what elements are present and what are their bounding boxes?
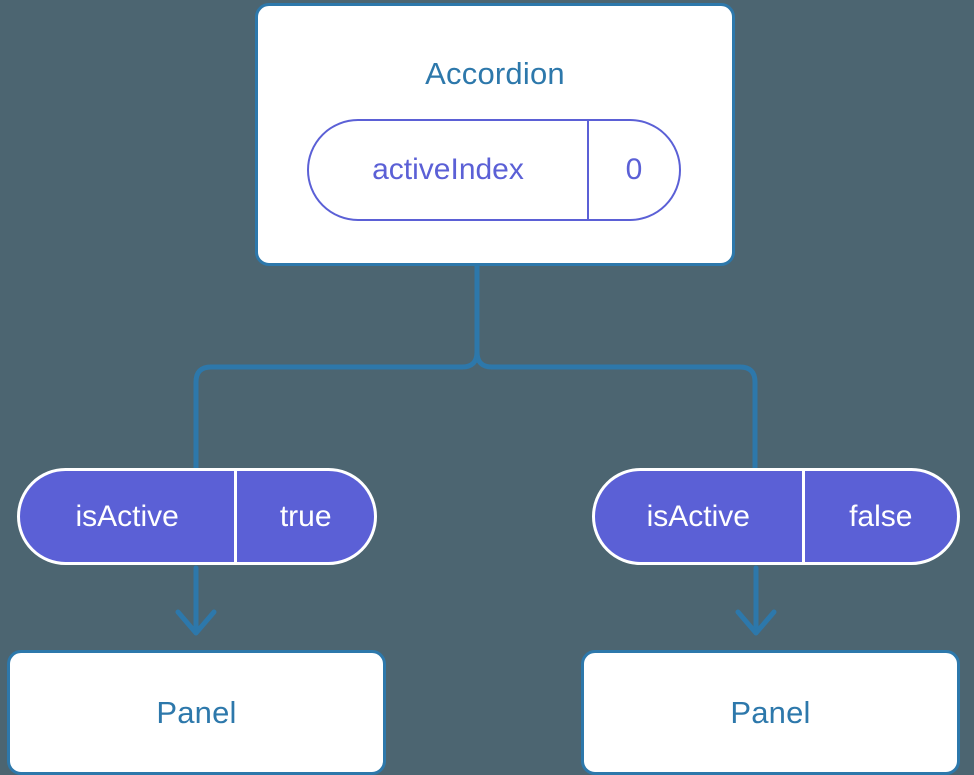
branch-line-right [474,263,758,473]
arrow-left [175,565,217,636]
prop-pill-key: isActive [75,499,179,533]
component-card-panel-left[interactable]: Panel [7,650,386,775]
component-title-accordion: Accordion [425,56,565,91]
component-title-panel-right: Panel [730,695,811,730]
prop-pill-value: false [801,471,957,562]
branch-line-left [193,263,480,473]
prop-pill-key: isActive [646,499,750,533]
prop-pill-is-active-right[interactable]: isActive false [592,468,960,565]
prop-pill-is-active-left[interactable]: isActive true [17,468,377,565]
component-title-panel-left: Panel [156,695,237,730]
state-pill-active-index[interactable]: activeIndex 0 [307,119,681,221]
arrow-right [735,565,777,636]
component-card-panel-right[interactable]: Panel [581,650,960,775]
state-pill-value: 0 [586,121,679,219]
prop-pill-value: true [234,471,374,562]
state-pill-key: activeIndex [372,153,524,186]
